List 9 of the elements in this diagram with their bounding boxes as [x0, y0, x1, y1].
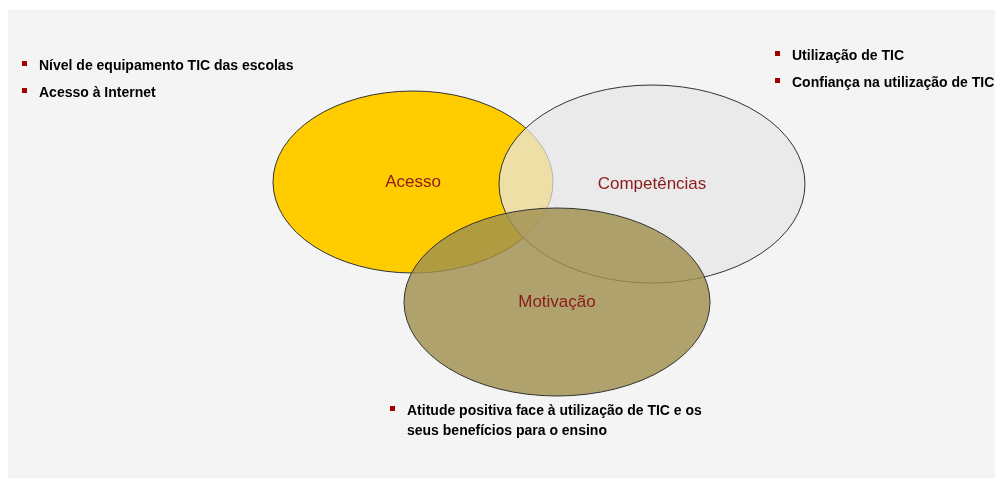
- circle-label: Acesso: [385, 171, 441, 194]
- bullet-text: Confiança na utilização de TIC: [792, 73, 995, 92]
- circle-label: Competências: [597, 173, 707, 196]
- bullet-text: Acesso à Internet: [39, 83, 156, 102]
- bullet-text: Nível de equipamento TIC das escolas: [39, 56, 294, 75]
- circle-label: Motivação: [518, 291, 596, 314]
- venn-ellipse: [403, 207, 711, 397]
- bullet-text: Utilização de TIC: [792, 46, 905, 65]
- bullet-text: Atitude positiva face à utilização de TIC e os seus benefícios para o ensino: [407, 401, 703, 440]
